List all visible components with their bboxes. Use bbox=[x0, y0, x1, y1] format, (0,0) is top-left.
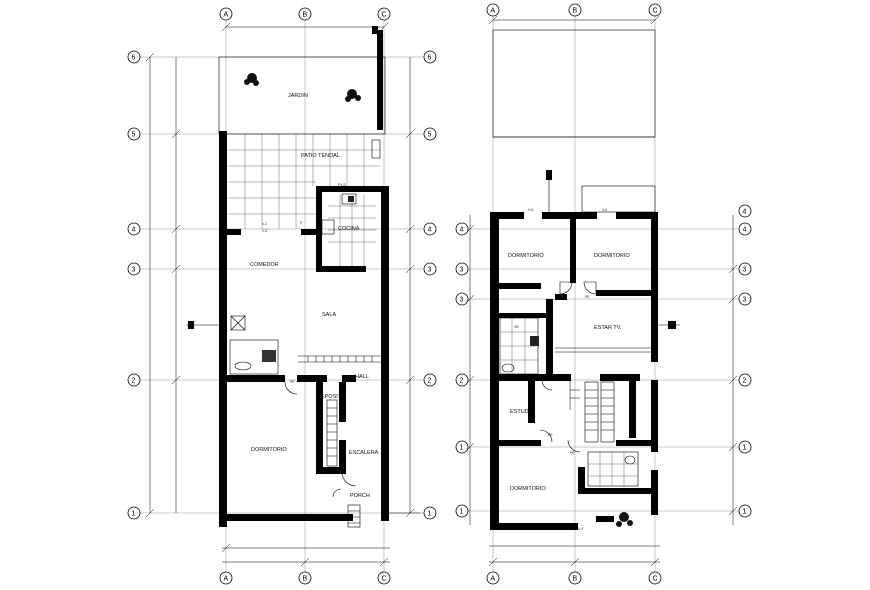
bubble-row-1-upper-left: 1 bbox=[460, 445, 464, 452]
bubble-row-5-left: 5 bbox=[132, 132, 136, 139]
bubble-row-3b-upper-right: 3 bbox=[743, 297, 747, 304]
room-label-deposito: DEPOSITO bbox=[317, 394, 346, 400]
tag-v5-left: V-5 bbox=[528, 208, 533, 212]
tag-v4: V-4 bbox=[578, 527, 583, 531]
grid-bubbles: A B C A B C 6 5 4 3 2 1 6 5 4 3 2 1 A B … bbox=[127, 3, 752, 585]
bubble-col-b-top: B bbox=[303, 12, 308, 19]
room-label-jardin: JARDIN bbox=[288, 93, 308, 99]
bubble-row-4-upper-left: 4 bbox=[460, 227, 464, 234]
tag-pe-4: PE bbox=[570, 451, 575, 455]
ground-floor-plan: JARDIN PATIO TENDAL COMEDOR COCINA SALA … bbox=[186, 26, 420, 528]
tag-p: P bbox=[300, 221, 303, 225]
bubble-row-4-right: 4 bbox=[428, 227, 432, 234]
bubble-row-2-right: 2 bbox=[428, 378, 432, 385]
room-label-escalera: ESCALERA bbox=[349, 450, 379, 456]
upper-stair-treads bbox=[569, 381, 615, 443]
bubble-col-a-bottom: A bbox=[224, 576, 229, 583]
bubble-col-c-top-upper: C bbox=[653, 8, 658, 15]
bubble-row-6-right: 6 bbox=[428, 55, 432, 62]
bubble-row-3-upper-right: 3 bbox=[743, 267, 747, 274]
bubble-col-a-bottom-upper: A bbox=[491, 576, 496, 583]
tag-pe-2: PE bbox=[585, 295, 590, 299]
bubble-row-5-right: 5 bbox=[428, 132, 432, 139]
tag-pv2: PV-2 bbox=[338, 183, 346, 187]
room-label-estudio: ESTUDIO bbox=[510, 409, 535, 415]
bubble-col-b-bottom-upper: B bbox=[573, 576, 578, 583]
room-label-dormitorio: DORMITORIO bbox=[251, 447, 287, 453]
bubble-row-4-left: 4 bbox=[132, 227, 136, 234]
upper-floor-plan: DORMITORIO DORMITORIO ESTAR TV. ESTUDIO … bbox=[490, 29, 680, 531]
tag-pe-1: PE bbox=[560, 295, 565, 299]
tag-v2: V-2 bbox=[262, 222, 267, 226]
bubble-row-2-left: 2 bbox=[132, 378, 136, 385]
bubble-row-3-right: 3 bbox=[428, 267, 432, 274]
bubble-row-3-left: 3 bbox=[132, 267, 136, 274]
bubble-row-1b-upper-left: 1 bbox=[460, 509, 464, 516]
tree-symbol bbox=[244, 73, 361, 102]
tag-pe-3: PE bbox=[548, 433, 553, 437]
tag-pe: PE bbox=[290, 380, 295, 384]
kitchen-tile-grid bbox=[328, 195, 376, 266]
tag-vb: VB bbox=[514, 325, 519, 329]
room-label-dormitorio-3: DORMITORIO bbox=[510, 486, 546, 492]
bubble-row-3-upper-left: 3 bbox=[460, 267, 464, 274]
room-label-hall: HALL bbox=[355, 374, 369, 380]
bubble-row-3b-upper-left: 3 bbox=[460, 297, 464, 304]
room-label-porch: PORCH bbox=[350, 493, 370, 499]
dimension-lines bbox=[145, 15, 738, 567]
bubble-col-a-top-upper: A bbox=[491, 8, 496, 15]
bubble-row-4a-upper-right: 4 bbox=[743, 209, 747, 216]
bubble-row-1-right: 1 bbox=[428, 511, 432, 518]
room-label-dormitorio-2: DORMITORIO bbox=[594, 253, 630, 259]
bubble-col-a-top: A bbox=[224, 12, 229, 19]
bubble-col-c-top: C bbox=[382, 12, 387, 19]
bubble-row-4-upper-right: 4 bbox=[743, 227, 747, 234]
bubble-row-1-left: 1 bbox=[132, 511, 136, 518]
plant-symbol bbox=[616, 512, 633, 527]
bubble-row-2-upper-right: 2 bbox=[743, 378, 747, 385]
patio-tile-grid bbox=[228, 134, 380, 229]
bubble-row-2-upper-left: 2 bbox=[460, 378, 464, 385]
room-label-cocina: COCINA bbox=[338, 226, 360, 232]
room-label-estar: ESTAR TV. bbox=[594, 325, 622, 331]
bubble-col-c-bottom: C bbox=[382, 576, 387, 583]
bubble-col-b-bottom: B bbox=[303, 576, 308, 583]
bubble-col-c-bottom-upper: C bbox=[653, 576, 658, 583]
tag-v5-right: V-5 bbox=[602, 208, 607, 212]
tag-v3: V-3 bbox=[262, 229, 267, 233]
bubble-row-1b-upper-right: 1 bbox=[743, 509, 747, 516]
room-label-sala: SALA bbox=[322, 312, 336, 318]
room-label-comedor: COMEDOR bbox=[250, 262, 279, 268]
stair-treads bbox=[326, 399, 338, 467]
room-label-dormitorio-1: DORMITORIO bbox=[508, 253, 544, 259]
bubble-row-6-left: 6 bbox=[132, 55, 136, 62]
room-label-patio: PATIO TENDAL bbox=[301, 153, 340, 159]
bubble-col-b-top-upper: B bbox=[573, 8, 578, 15]
bubble-row-1-upper-right: 1 bbox=[743, 445, 747, 452]
